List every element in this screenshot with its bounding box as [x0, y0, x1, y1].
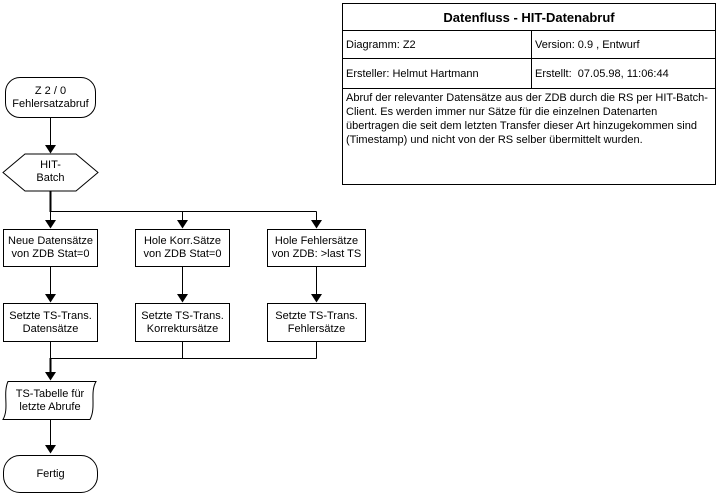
diagram-title: Datenfluss - HIT-Datenabruf: [343, 4, 715, 31]
preparation-label: HIT- Batch: [36, 159, 65, 184]
arrowhead: [177, 294, 188, 303]
process-setzte-ts-fehlersaetze: Setzte TS-Trans. Fehlersätze: [267, 303, 366, 342]
process-setzte-ts-korrektursaetze: Setzte TS-Trans. Korrektursätze: [135, 303, 230, 342]
arrowhead: [45, 220, 56, 229]
process-hole-fehlersaetze: Hole Fehlersätze von ZDB: >last TS: [267, 229, 366, 267]
start-terminator: Z 2 / 0 Fehlersatzabruf: [5, 77, 96, 118]
title-block: Datenfluss - HIT-Datenabruf Diagramm: Z2…: [342, 3, 716, 185]
store-shape: [2, 381, 97, 420]
arrowhead: [45, 145, 56, 154]
arrowhead: [45, 294, 56, 303]
author-cell: Ersteller: Helmut Hartmann: [343, 59, 532, 88]
version-cell: Version: 0.9 , Entwurf: [535, 38, 640, 51]
arrowhead: [311, 294, 322, 303]
title-block-row-2: Ersteller: Helmut Hartmann Erstellt: 07.…: [343, 59, 715, 89]
store-label: TS-Tabelle für letzte Abrufe: [15, 387, 85, 413]
end-terminator: Fertig: [3, 455, 98, 493]
arrowhead: [177, 220, 188, 229]
diagram-id-cell: Diagramm: Z2: [343, 31, 532, 58]
process-neue-datensaetze: Neue Datensätze von ZDB Stat=0: [3, 229, 98, 267]
created-cell: Erstellt: 07.05.98, 11:06:44: [535, 67, 669, 80]
title-block-row-1: Diagramm: Z2 Version: 0.9 , Entwurf: [343, 31, 715, 59]
preparation-shape: [2, 153, 99, 192]
arrowhead: [45, 445, 56, 454]
process-hole-korrsaetze: Hole Korr.Sätze von ZDB Stat=0: [135, 229, 230, 267]
arrowhead: [45, 372, 56, 381]
arrowhead: [311, 220, 322, 229]
process-setzte-ts-datensaetze: Setzte TS-Trans. Datensätze: [3, 303, 98, 342]
description-cell: Abruf der relevanter Datensätze aus der …: [346, 92, 708, 146]
